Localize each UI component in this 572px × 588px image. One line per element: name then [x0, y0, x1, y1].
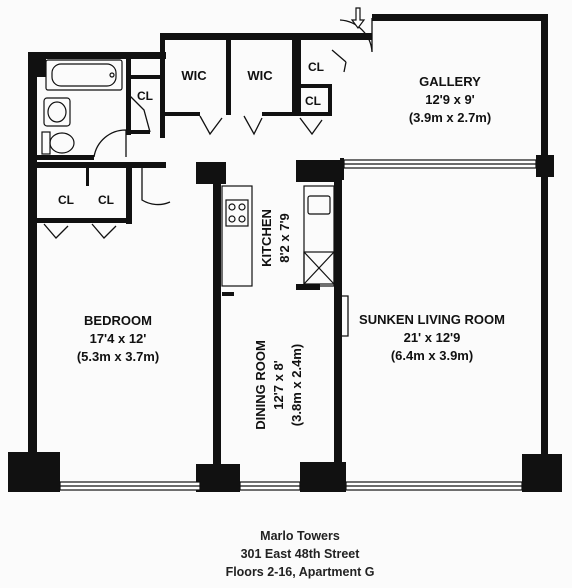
kitchen-dim-ft: 8'2 x 7'9 — [277, 213, 292, 263]
door-bedcl-right — [91, 223, 117, 239]
wall-wic-right — [292, 33, 297, 115]
wall-bedroom-right — [213, 180, 221, 470]
burner-2 — [238, 203, 246, 211]
wall-cl-entry-left — [296, 40, 301, 112]
kitchen-fridge — [303, 251, 335, 285]
door-bath — [93, 129, 127, 158]
kitchen-counter-left — [221, 185, 253, 287]
kitchen-counter-right — [303, 185, 335, 287]
door-cl-bath — [129, 95, 151, 133]
room-labels: GALLERY 12'9 x 9' (3.9m x 2.7m) WIC WIC … — [58, 60, 505, 430]
caption-line1: Marlo Towers — [260, 529, 340, 543]
bedroom-dim-ft: 17'4 x 12' — [90, 331, 147, 346]
door-bedcl-left — [43, 223, 69, 239]
arrow-down-icon — [350, 7, 366, 29]
cl-bath-label: CL — [137, 89, 153, 103]
door-wic-2 — [243, 115, 263, 136]
wall-wic-left — [160, 33, 165, 138]
wall-cl-bath-top — [126, 75, 162, 79]
burner-4 — [238, 215, 246, 223]
wall-kitchen-lower-right — [296, 284, 320, 290]
bathtub-drain — [109, 72, 115, 78]
gallery-dim-ft: 12'9 x 9' — [425, 92, 475, 107]
wall-right-column — [536, 155, 554, 177]
caption-line2: 301 East 48th Street — [241, 547, 361, 561]
cl-entry-bottom-label: CL — [305, 94, 321, 108]
wall-bedroom-top — [36, 162, 166, 168]
dining-dim-m: (3.8m x 2.4m) — [289, 344, 304, 426]
column-bottom-left — [8, 452, 60, 492]
living-dim-ft: 21' x 12'9 — [404, 330, 461, 345]
door-wic-1 — [199, 115, 223, 136]
opening-living — [342, 295, 349, 337]
toilet-tank — [41, 131, 51, 155]
wall-right — [541, 14, 548, 484]
caption-line3: Floors 2-16, Apartment G — [226, 565, 375, 579]
wall-living-left — [334, 176, 342, 476]
wall-top-wic — [160, 33, 372, 40]
fixtures — [41, 59, 335, 287]
wall-wic-bottom1 — [160, 112, 200, 116]
walls — [8, 14, 562, 492]
wall-wic-bottom2 — [262, 112, 296, 116]
doors — [43, 18, 373, 337]
wall-left-top-mass — [28, 52, 46, 77]
bathtub — [45, 59, 123, 91]
kitchen-stove — [225, 199, 249, 227]
wall-top-gallery — [372, 14, 547, 21]
dining-dim-ft: 12'7 x 8' — [271, 360, 286, 410]
bath-sink — [43, 97, 71, 127]
door-entry — [339, 18, 373, 53]
bedroom-name: BEDROOM — [84, 313, 152, 328]
burner-1 — [228, 203, 236, 211]
wic-2-label: WIC — [247, 68, 273, 83]
burner-3 — [228, 215, 236, 223]
wall-bath-bottom — [36, 155, 94, 160]
wall-cl-entry-mid — [296, 84, 332, 88]
wall-cl-bath-bottom — [126, 130, 150, 134]
wall-cl-entry-right — [328, 84, 332, 116]
fridge-x2 — [303, 251, 335, 285]
kitchen-name: KITCHEN — [259, 209, 274, 267]
door-cl-entry-top — [331, 49, 347, 73]
toilet-bowl — [49, 132, 75, 154]
column-living-top — [296, 160, 342, 182]
gallery-name: GALLERY — [419, 74, 481, 89]
wall-left — [28, 52, 37, 482]
wall-top-bath — [36, 52, 166, 59]
dining-name: DINING ROOM — [253, 340, 268, 430]
kitchen-sink — [307, 195, 331, 215]
wall-bedcl-right — [126, 162, 132, 224]
cl-entry-top-label: CL — [308, 60, 324, 74]
door-cl-entry-bottom — [299, 117, 323, 136]
column-bottom-right — [522, 454, 562, 492]
cl-bedroom-right-label: CL — [98, 193, 114, 207]
wall-divider — [340, 158, 344, 180]
windows — [59, 159, 537, 491]
wic-1-label: WIC — [181, 68, 207, 83]
wall-kitchen-lower — [222, 292, 234, 296]
gallery-dim-m: (3.9m x 2.7m) — [409, 110, 491, 125]
cl-bedroom-left-label: CL — [58, 193, 74, 207]
wall-bath-right — [126, 55, 131, 135]
bath-sink-basin — [47, 101, 67, 123]
door-bedroom — [141, 168, 171, 206]
column-kitchen-top — [196, 162, 226, 184]
wall-cl-entry-bottom — [296, 112, 332, 116]
caption: Marlo Towers 301 East 48th Street Floors… — [226, 529, 375, 579]
wall-wic-mid — [226, 33, 231, 115]
living-dim-m: (6.4m x 3.9m) — [391, 348, 473, 363]
wall-bedcl-bottom — [36, 218, 132, 223]
bedroom-dim-m: (5.3m x 3.7m) — [77, 349, 159, 364]
bathtub-inner — [51, 63, 117, 87]
living-name: SUNKEN LIVING ROOM — [359, 312, 505, 327]
